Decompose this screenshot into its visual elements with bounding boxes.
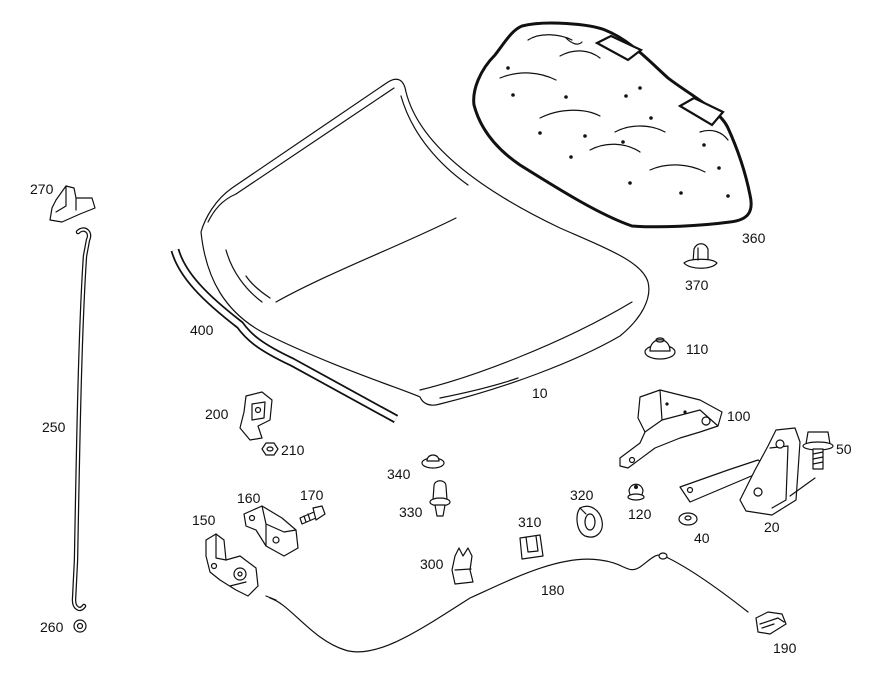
seal-strip-shape — [170, 248, 399, 423]
support-rod-shape — [71, 227, 92, 612]
part-label-150: 150 — [192, 512, 216, 528]
push-clip-shape — [683, 243, 718, 269]
part-label-100: 100 — [727, 408, 751, 424]
clip-nut-shape — [261, 442, 279, 456]
part-label-270: 270 — [30, 181, 54, 197]
part-label-50: 50 — [836, 441, 852, 457]
part-label-20: 20 — [764, 519, 780, 535]
buffer-clip-shape — [429, 480, 451, 517]
part-label-330: 330 — [399, 504, 423, 520]
cable-holder-shape — [451, 547, 474, 585]
part-label-110: 110 — [686, 341, 709, 357]
part-label-40: 40 — [694, 530, 710, 546]
rod-grommet-shape — [73, 619, 87, 633]
part-label-160: 160 — [237, 490, 261, 506]
part-label-190: 190 — [773, 640, 797, 656]
part-label-360: 360 — [742, 230, 766, 246]
washer-shape — [678, 512, 698, 526]
part-label-400: 400 — [190, 322, 214, 338]
part-label-200: 200 — [205, 406, 229, 422]
insulation-mat-shape — [472, 21, 753, 229]
part-label-210: 210 — [281, 442, 305, 458]
side-bracket-shape — [619, 389, 723, 469]
dome-grommet-shape — [644, 337, 676, 360]
hood-latch-shape — [205, 533, 259, 597]
part-label-320: 320 — [570, 487, 594, 503]
part-label-170: 170 — [300, 487, 324, 503]
part-label-10: 10 — [532, 385, 548, 401]
cable-clip-shape — [519, 534, 544, 560]
part-label-370: 370 — [685, 277, 709, 293]
hinge-bolt-shape — [802, 431, 834, 470]
latch-bolt-shape — [299, 505, 326, 525]
release-cable-shape — [265, 552, 749, 653]
hood-shape — [200, 78, 650, 406]
part-label-250: 250 — [42, 419, 66, 435]
hood-hinge-shape — [679, 427, 816, 516]
spacer-washer-shape — [421, 454, 445, 469]
latch-bracket-shape — [239, 391, 273, 441]
cable-grommet-shape — [576, 505, 603, 538]
part-label-310: 310 — [518, 514, 542, 530]
part-label-340: 340 — [387, 466, 411, 482]
part-label-300: 300 — [420, 556, 444, 572]
release-handle-shape — [755, 611, 787, 635]
rod-bracket-shape — [49, 185, 96, 223]
part-label-120: 120 — [628, 506, 652, 522]
small-clip-shape — [627, 483, 645, 501]
part-labels: 270 250 260 400 10 360 370 110 100 50 20… — [30, 181, 852, 656]
latch-base-shape — [243, 505, 299, 557]
part-label-180: 180 — [541, 582, 565, 598]
part-label-260: 260 — [40, 619, 64, 635]
